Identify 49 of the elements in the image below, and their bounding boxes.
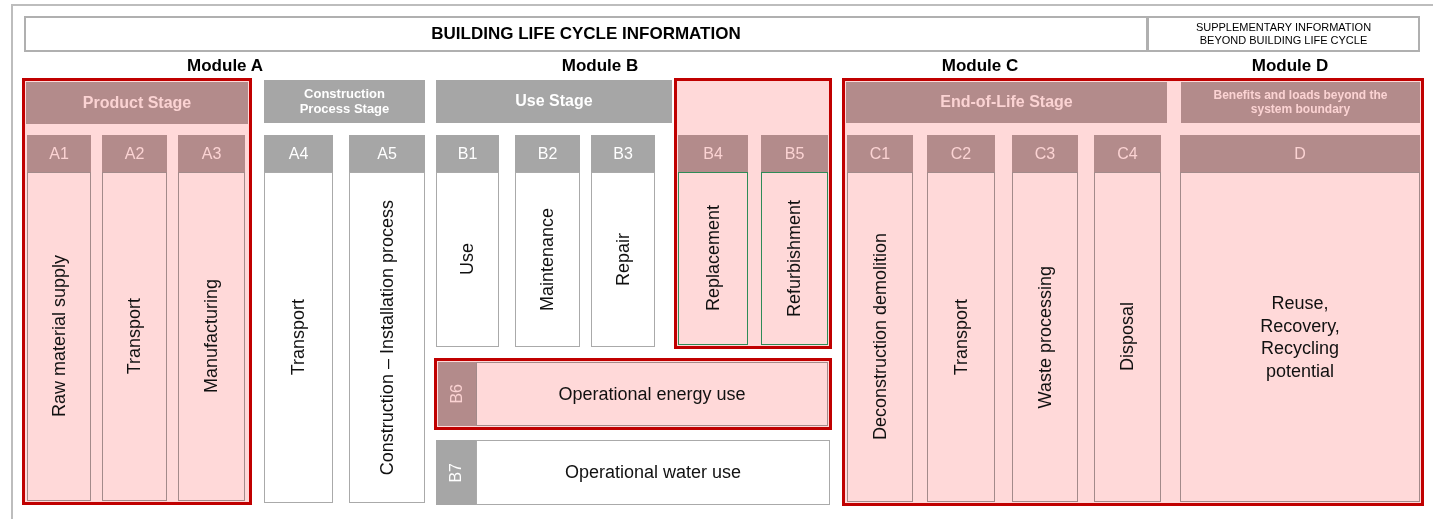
stage-header: Use Stage [436,80,672,123]
module-cell: Operational water use [476,440,830,505]
module-cell: Waste processing [1012,172,1078,502]
module-code-header: B3 [591,135,655,172]
module-code-header: B6 [438,362,476,426]
highlight-frame [22,78,252,505]
module-heading: Module B [560,56,640,77]
module-code-header: D [1180,135,1420,172]
module-cell: Transport [264,172,333,503]
module-cell: Construction – Installation process [349,172,425,503]
module-code-header: A2 [102,135,167,172]
stage-header: Benefits and loads beyond the system boundary [1181,82,1420,123]
module-cell: Reuse, Recovery, Recycling potential [1180,172,1420,502]
stage-header: Construction Process Stage [264,80,425,123]
module-cell: Replacement [678,172,748,345]
module-code-header: A4 [264,135,333,172]
module-cell: Transport [927,172,995,502]
module-code-header: B5 [761,135,828,172]
module-heading: Module A [186,56,264,77]
module-code-header: A5 [349,135,425,172]
highlight-frame [842,78,1424,506]
module-code-header: B7 [436,440,476,505]
module-code-header: A1 [27,135,91,172]
highlight-frame [434,358,832,430]
module-code-header: B4 [678,135,748,172]
module-cell: Disposal [1094,172,1161,502]
module-code-header: C3 [1012,135,1078,172]
module-cell: Refurbishment [761,172,828,345]
module-cell: Deconstruction demolition [847,172,913,502]
module-code-header: C4 [1094,135,1161,172]
module-code-header: C1 [847,135,913,172]
module-cell: Maintenance [515,172,580,347]
highlight-frame [674,78,832,349]
module-code-header: C2 [927,135,995,172]
module-heading: Module C [940,56,1020,77]
module-cell: Transport [102,172,167,501]
module-cell: Manufacturing [178,172,245,501]
module-cell: Operational energy use [476,362,828,426]
module-cell: Raw material supply [27,172,91,501]
module-cell: Use [436,172,499,347]
module-code-header: A3 [178,135,245,172]
module-cell: Repair [591,172,655,347]
stage-header: End-of-Life Stage [846,82,1167,123]
module-code-header: B1 [436,135,499,172]
supplementary-box: SUPPLEMENTARY INFORMATION BEYOND BUILDING LIFE CYCLE [1147,16,1420,52]
module-code-header: B2 [515,135,580,172]
module-heading: Module D [1250,56,1330,77]
title-box: BUILDING LIFE CYCLE INFORMATION [24,16,1148,52]
stage-header: Product Stage [26,82,248,124]
